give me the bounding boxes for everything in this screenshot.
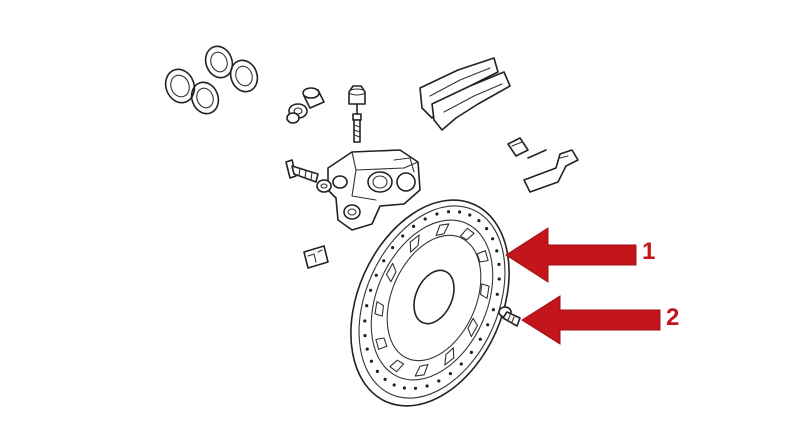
disc-hole — [369, 288, 373, 292]
disc-spoke — [444, 347, 455, 366]
bushing — [302, 87, 325, 109]
disc-hole — [495, 292, 499, 296]
disc-spoke — [435, 223, 450, 237]
disc-hole — [495, 249, 499, 253]
pad-spring — [507, 137, 579, 193]
disc-hole — [446, 210, 451, 214]
disc-hole — [391, 246, 395, 250]
disc-hole — [486, 323, 490, 327]
disc-hole — [468, 213, 472, 217]
disc-hole — [423, 217, 427, 221]
disc-hole — [363, 334, 367, 338]
disc-hole — [497, 277, 501, 281]
brake-caliper — [327, 149, 421, 231]
disc-spoke — [467, 317, 479, 338]
disc-spokes — [374, 223, 490, 377]
disc-hole — [458, 210, 462, 214]
callout-arrow-1 — [505, 227, 637, 283]
disc-spoke — [389, 359, 405, 373]
disc-spoke — [479, 283, 490, 299]
disc-spoke — [385, 262, 397, 283]
disc-holes — [363, 210, 501, 390]
disc-hole — [491, 308, 495, 312]
brake-pads — [419, 57, 511, 131]
disc-hole — [375, 369, 379, 373]
brake-disc — [350, 199, 510, 407]
disc-hole — [478, 337, 482, 341]
disc-hole — [448, 372, 452, 376]
disc-spoke — [375, 337, 388, 350]
disc-hole — [497, 262, 501, 266]
disc-hole — [363, 319, 367, 323]
caliper-bolt — [285, 159, 332, 193]
disc-bolt — [498, 306, 521, 327]
disc-hole — [413, 386, 418, 390]
seal-ring — [164, 68, 196, 104]
disc-hole — [382, 259, 386, 263]
disc-spoke — [476, 250, 489, 263]
disc-hole — [401, 234, 405, 238]
seal-ring — [190, 81, 220, 115]
disc-hole — [469, 350, 473, 354]
disc-hole — [485, 227, 489, 231]
bleed-screw — [348, 85, 366, 143]
callout-label-1: 1 — [642, 238, 656, 265]
disc-hole — [425, 384, 429, 388]
disc-hole — [402, 386, 406, 390]
seal-rings — [164, 45, 259, 115]
disc-spoke — [374, 301, 385, 317]
disc-hole — [392, 383, 396, 387]
disc-hole — [383, 377, 387, 381]
disc-spoke — [414, 363, 429, 377]
disc-hole — [365, 347, 369, 351]
callout-arrow-2 — [521, 295, 661, 345]
disc-spoke — [459, 227, 475, 241]
disc-hole — [477, 219, 481, 223]
seal-ring — [204, 45, 234, 79]
disc-hole — [374, 273, 378, 277]
disc-hole — [491, 237, 495, 241]
disc-hole — [437, 379, 441, 383]
disc-hole — [435, 212, 439, 216]
seal-ring — [229, 59, 259, 93]
disc-hole — [369, 359, 373, 363]
bushing — [286, 103, 308, 124]
disc-hole — [365, 304, 369, 308]
disc-spoke — [409, 234, 420, 253]
disc-hole — [412, 224, 416, 228]
retaining-clip — [303, 245, 329, 269]
callout-label-2: 2 — [666, 304, 680, 331]
disc-hole — [459, 362, 463, 366]
